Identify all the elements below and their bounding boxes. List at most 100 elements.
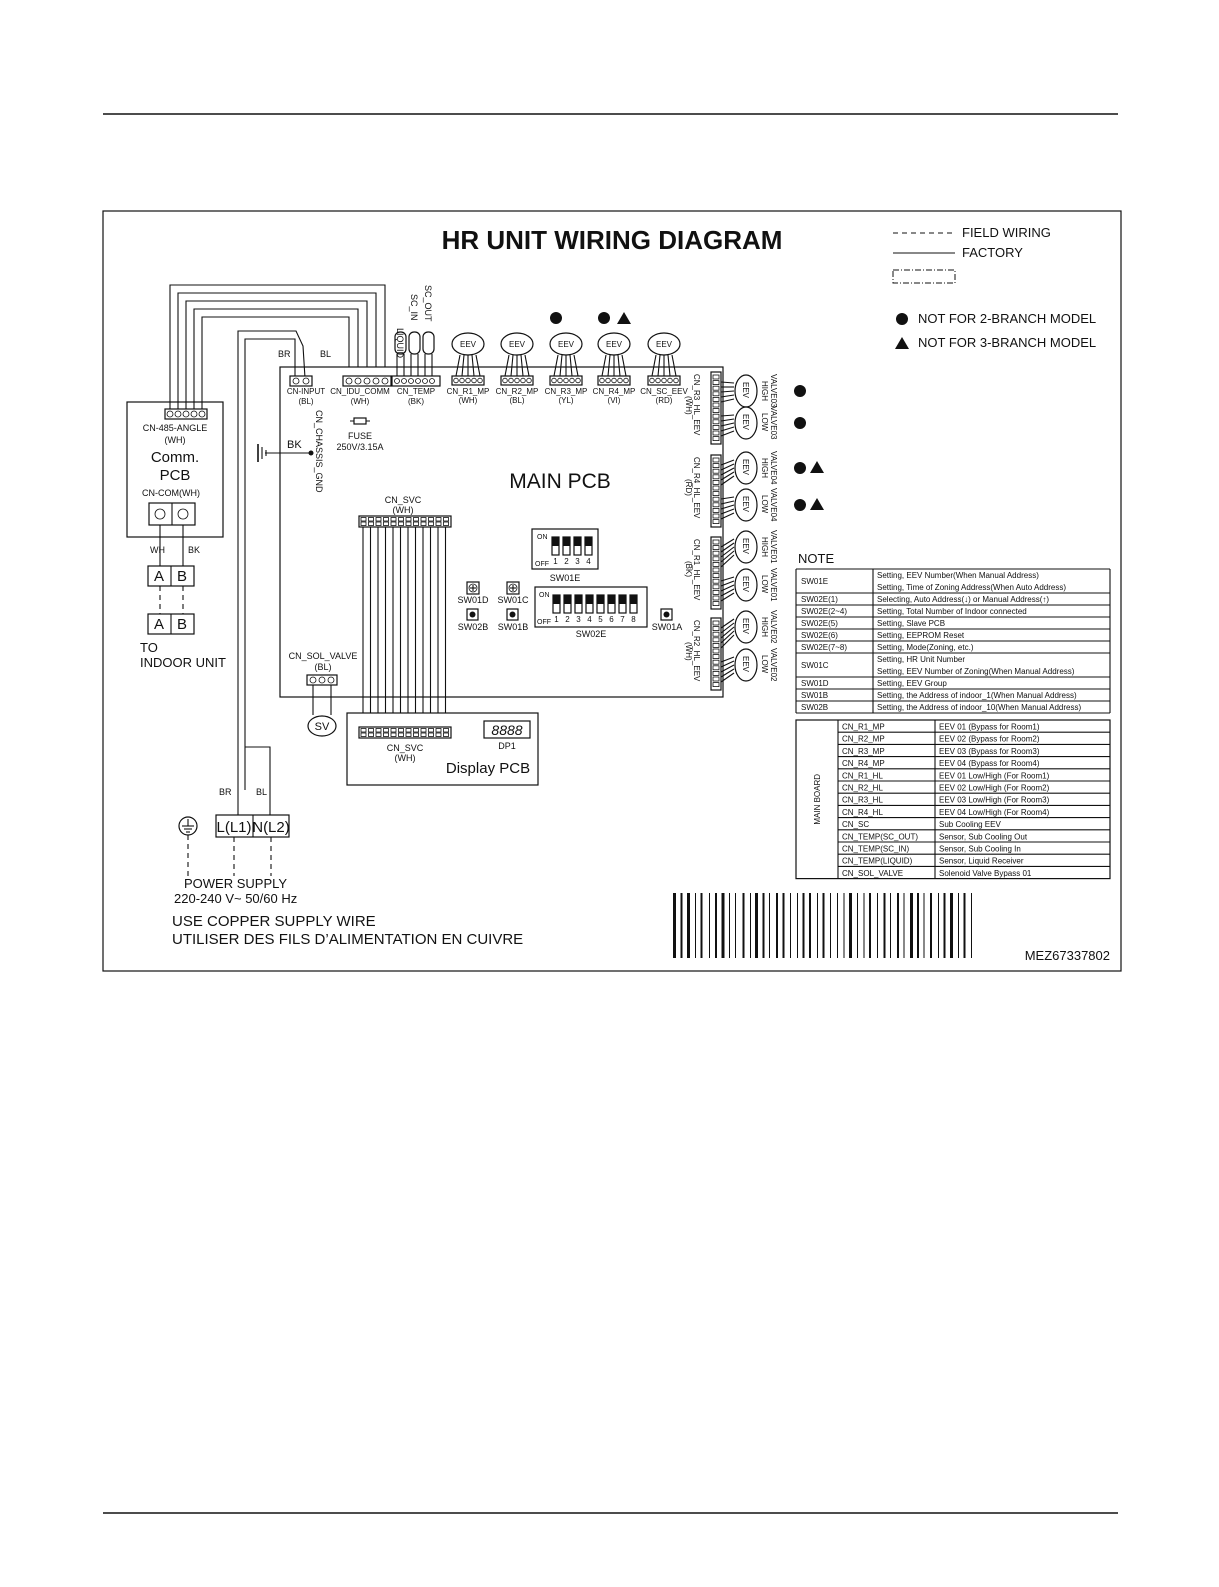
valve-level: LOW xyxy=(760,495,769,514)
barcode-bar xyxy=(883,893,886,958)
note-row: SW02E(6)Setting, EEPROM Reset xyxy=(801,631,965,640)
liquid-sensor-icon xyxy=(394,331,407,355)
dip-key-number: 5 xyxy=(598,615,603,624)
sc-out-sensor-icon xyxy=(422,331,435,355)
hl-connector-color: (BK) xyxy=(684,561,693,577)
power-bl-label: BL xyxy=(256,787,267,797)
power-supply-label: POWER SUPPLY xyxy=(184,876,287,891)
mp-connectors: EEVCN_R1_MP(WH)EEVCN_R2_MP(BL)EEVCN_R3_M… xyxy=(447,332,688,405)
valve-name: VALVE02 xyxy=(769,648,778,682)
note-row-value: Selecting, Auto Address(↓) or Manual Add… xyxy=(877,595,1049,604)
indoor-terminal-b: B xyxy=(177,616,187,633)
valve-eev-label: EEV xyxy=(741,414,750,431)
hl-connector-0: CN_R3_HL_EEV(WH) xyxy=(684,371,722,445)
terminal-block-indoor: A B xyxy=(147,613,195,635)
barcode-bar xyxy=(700,893,703,958)
dip-key-slider xyxy=(553,595,560,604)
sw01d-rotary-switch[interactable] xyxy=(466,581,480,595)
note-row-value: Setting, EEV Number of Zoning(When Manua… xyxy=(877,667,1075,676)
cn-input-connector xyxy=(289,375,313,387)
solenoid-valve-icon xyxy=(307,715,337,737)
mp-connector-color: (YL) xyxy=(558,396,573,405)
fuse-rating: 250V/3.15A xyxy=(336,442,383,452)
barcode-bar xyxy=(938,893,939,958)
barcode-bar xyxy=(729,893,730,958)
main-board-row: CN_TEMP(LIQUID)Sensor, Liquid Receiver xyxy=(842,857,1024,866)
mp-connector-color: (RD) xyxy=(656,396,673,405)
main-board-connector: CN_R1_HL xyxy=(842,771,883,780)
legend-field-wiring: FIELD WIRING xyxy=(962,225,1051,240)
sw02b-push-button[interactable] xyxy=(466,608,479,621)
valve-name: VALVE01 xyxy=(769,530,778,564)
triangle-marker-icon xyxy=(895,337,909,349)
dip-key-slider xyxy=(585,537,592,546)
valve-name: VALVE04 xyxy=(769,488,778,522)
valve-eev-label: EEV xyxy=(741,576,750,593)
barcode-bar xyxy=(869,893,871,958)
dip-key-number: 4 xyxy=(586,557,591,566)
hl-connector-2: CN_R1_HL_EEV(BK) xyxy=(684,536,722,610)
main-board-connector: CN_R4_MP xyxy=(842,759,885,768)
sv-label: SV xyxy=(315,721,330,733)
power-terminal-block: L(L1) N(L2) xyxy=(215,814,290,838)
barcode-bar xyxy=(903,893,905,958)
sw02b-label: SW02B xyxy=(458,622,489,632)
valve-level: HIGH xyxy=(760,537,769,557)
sw01a-push-button[interactable] xyxy=(660,608,673,621)
note-row-key: SW01B xyxy=(801,691,828,700)
main-board-row: CN_TEMP(SC_IN)Sensor, Sub Cooling In xyxy=(842,845,1021,854)
main-board-connector: CN_R3_MP xyxy=(842,747,885,756)
sw01b-push-button[interactable] xyxy=(506,608,519,621)
eev-coil-label: EEV xyxy=(558,340,575,349)
barcode-bar xyxy=(863,893,865,958)
main-board-label: MAIN BOARD xyxy=(813,774,822,825)
valve-triangle-marker-icon xyxy=(810,461,824,473)
main-board-connector: CN_SOL_VALVE xyxy=(842,869,903,878)
note-row: SW02E(5)Setting, Slave PCB xyxy=(801,619,945,628)
chassis-node xyxy=(308,450,314,456)
valve-triangle-marker-icon xyxy=(810,498,824,510)
hl-connector-color: (WH) xyxy=(684,642,693,661)
barcode-bar xyxy=(809,893,811,958)
cn-idu-comm-label: CN_IDU_COMM xyxy=(330,387,390,396)
eev-coil-label: EEV xyxy=(606,340,623,349)
terminal-n2: N(L2) xyxy=(252,819,290,836)
valve-eev-label: EEV xyxy=(741,538,750,555)
sensor-sc-in-label: SC_IN xyxy=(409,294,419,321)
fuse-icon xyxy=(350,417,370,425)
main-board-description: Sensor, Sub Cooling In xyxy=(939,845,1021,854)
barcode-bar xyxy=(897,893,899,958)
barcode-bar xyxy=(890,893,891,958)
barcode-bar xyxy=(843,893,845,958)
dip-key-slider xyxy=(608,595,615,604)
barcode-bar xyxy=(837,893,838,958)
r4-triangle-marker-icon xyxy=(617,312,631,324)
sw01b-label: SW01B xyxy=(498,622,529,632)
valve-eev-coil-icon xyxy=(734,406,758,440)
barcode-bar xyxy=(923,893,925,958)
valve-eev-label: EEV xyxy=(741,459,750,476)
sw01c-rotary-switch[interactable] xyxy=(506,581,520,595)
wiring-legend: FIELD WIRING FACTORY NOT FOR 2-BRANCH MO… xyxy=(892,225,1096,350)
hl-connector-name: CN_R4_HL_EEV xyxy=(692,457,701,519)
comm-pcb-title-1: Comm. xyxy=(151,449,199,466)
barcode-bar xyxy=(695,893,696,958)
barcode-bar xyxy=(782,893,785,958)
comm-pcb-title-2: PCB xyxy=(160,467,191,484)
earth-ground-icon xyxy=(178,816,198,836)
cn-temp-color: (BK) xyxy=(408,397,424,406)
sensor-sc-out-label: SC_OUT xyxy=(423,285,433,322)
sw02e-off-label: OFF xyxy=(537,619,551,626)
